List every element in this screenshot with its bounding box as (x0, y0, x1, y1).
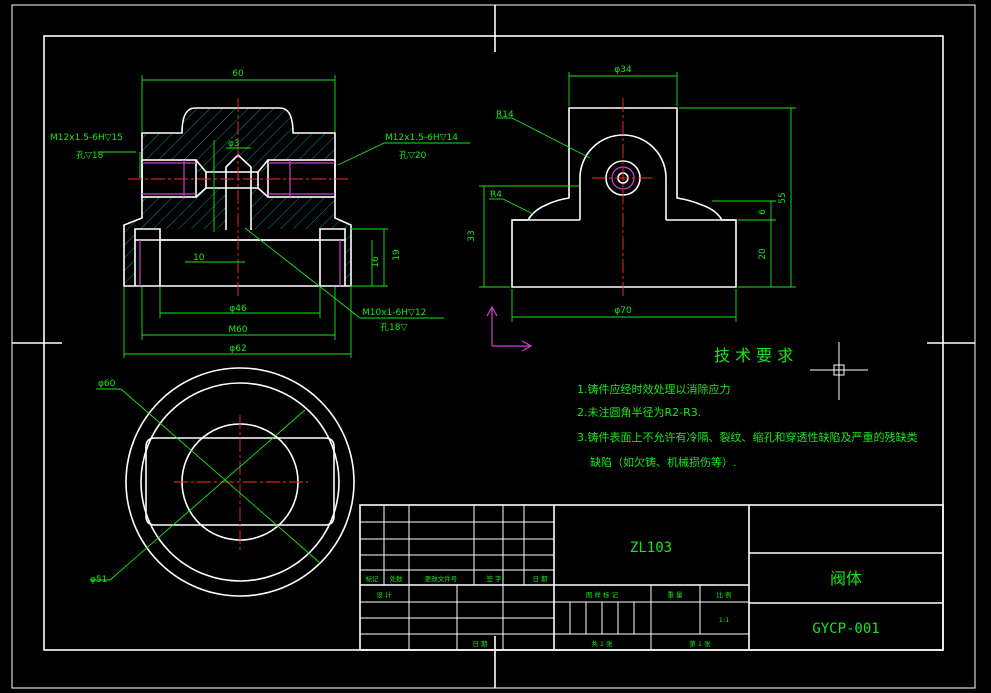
tech-line-3: 3.铸件表面上不允许有冷隔、裂纹、缩孔和穿透性缺陷及严重的残缺类 (577, 430, 918, 444)
ucs-icon (486, 305, 533, 352)
tb-scale-value: 1:1 (719, 616, 729, 624)
callout-left-thread: M12x1.5-6H▽15 (50, 133, 123, 143)
tech-line-2: 2.未注圆角半径为R2-R3. (577, 405, 701, 419)
front-view-dimensions: 60 M12x1.5-6H▽15 孔▽18 M12x1.5-6H▽14 孔▽20… (50, 69, 470, 358)
tb-drawing-no: GYCP-001 (812, 621, 879, 637)
tb-h-doc: 更改文件号 (425, 574, 458, 583)
top-view: φ60 φ51 (90, 367, 355, 597)
tb-h-date2: 日 期 (472, 640, 488, 648)
dim-33: 33 (467, 230, 477, 241)
front-view: 60 M12x1.5-6H▽15 孔▽18 M12x1.5-6H▽14 孔▽20… (50, 69, 470, 358)
dim-55: 55 (778, 192, 788, 203)
tb-material: ZL103 (630, 540, 672, 556)
side-view-dimensions: φ34 R14 R4 33 55 6 20 φ70 (467, 65, 796, 322)
tech-line-1: 1.铸件应经时效处理以消除应力 (577, 382, 731, 396)
crosshair-cursor (810, 342, 868, 400)
callout-right-hole: 孔▽20 (399, 150, 427, 161)
dim-62: φ62 (229, 344, 246, 354)
tb-h-mark: 标记 (366, 574, 380, 583)
tb-h-date: 日 期 (532, 575, 548, 583)
tb-h-scale: 比 例 (716, 590, 731, 599)
dim-46: φ46 (229, 304, 247, 314)
side-view-centerlines (592, 98, 654, 298)
dim-51: φ51 (90, 575, 107, 585)
side-view: φ34 R14 R4 33 55 6 20 φ70 (467, 65, 796, 352)
tb-h-weight: 重 量 (667, 591, 683, 599)
callout-bottom-hole: 孔18▽ (380, 322, 407, 333)
tb-h-count: 处数 (390, 574, 404, 583)
dim-small-bore: φ3 (228, 139, 240, 149)
dim-10: 10 (193, 253, 205, 263)
tb-h-sign: 签 字 (486, 574, 502, 583)
technical-requirements: 技 术 要 求 1.铸件应经时效处理以消除应力 2.未注圆角半径为R2-R3. … (577, 346, 918, 469)
tb-h-design: 设 计 (376, 590, 392, 599)
front-view-body (123, 107, 352, 287)
tb-sheets-total: 共 1 张 (591, 639, 613, 648)
dim-19: 19 (392, 249, 402, 261)
top-view-centerlines (174, 415, 308, 550)
dim-r4: R4 (490, 190, 502, 200)
dim-16: 16 (371, 256, 381, 268)
dim-m60: M60 (228, 325, 247, 335)
tech-title: 技 术 要 求 (714, 346, 793, 365)
callout-right-thread: M12x1.5-6H▽14 (385, 133, 458, 143)
tb-part-name: 阀体 (830, 569, 862, 588)
callout-bottom-thread: M10x1-6H▽12 (362, 308, 426, 318)
dim-70: φ70 (614, 306, 632, 316)
dim-60-top: φ60 (98, 379, 116, 389)
tb-sheet-no: 第 1 张 (689, 639, 711, 648)
dim-r14: R14 (496, 110, 514, 120)
front-view-centerlines (128, 98, 348, 298)
callout-left-hole: 孔▽18 (76, 150, 104, 161)
top-view-dimensions: φ60 φ51 (90, 379, 321, 585)
tech-line-4: 缺陷（如欠铸、机械损伤等）. (590, 455, 737, 469)
dim-side-top: φ34 (614, 65, 632, 75)
dim-6: 6 (758, 209, 768, 215)
dim-front-width: 60 (232, 69, 244, 79)
dim-20: 20 (758, 248, 768, 260)
tb-h-stage: 图 样 标 记 (586, 590, 619, 599)
title-block: 标记 处数 更改文件号 签 字 日 期 设 计 日 期 图 样 标 记 重 量 … (359, 504, 944, 651)
